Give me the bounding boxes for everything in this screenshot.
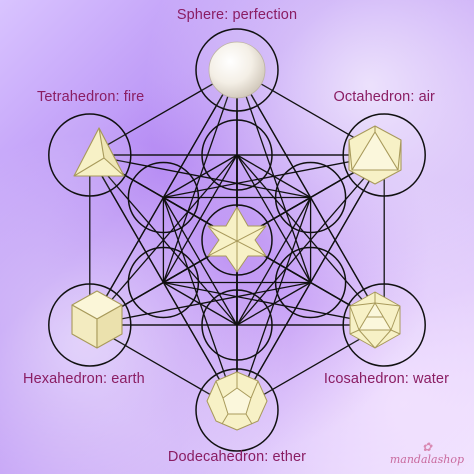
geometry-line [162,69,238,283]
geometry-line [163,154,385,199]
dodecahedron-icon [206,371,268,431]
brand-logo: ✿ mandalashop [390,441,464,466]
icosahedron-icon [349,291,401,349]
inner-node-circle [127,246,200,319]
lotus-icon: ✿ [421,440,432,454]
octahedron-icon [348,125,402,185]
inner-node-circle [274,246,347,319]
inner-node-circle [127,161,200,234]
star-tetrahedron-icon [207,206,267,273]
geometry-line [162,197,238,411]
brand-name: mandalashop [389,453,464,466]
label-icosahedron: Icosahedron: water [323,371,449,387]
label-hexahedron: Hexahedron: earth [23,371,145,387]
sphere-icon [208,41,266,99]
hexahedron-icon [71,290,123,349]
inner-node-circle [201,289,273,361]
tetrahedron-icon [73,127,125,177]
geometry-line [89,154,238,411]
inner-node-circle [201,119,273,191]
label-sphere: Sphere: perfection [176,7,298,23]
label-octahedron: Octahedron: air [333,89,435,105]
center-node-circle [201,204,273,276]
geometry-line [163,281,385,326]
label-dodecahedron: Dodecahedron: ether [167,449,307,465]
geometry-line [236,154,385,326]
label-tetrahedron: Tetrahedron: fire [37,89,145,105]
inner-node-circle [274,161,347,234]
